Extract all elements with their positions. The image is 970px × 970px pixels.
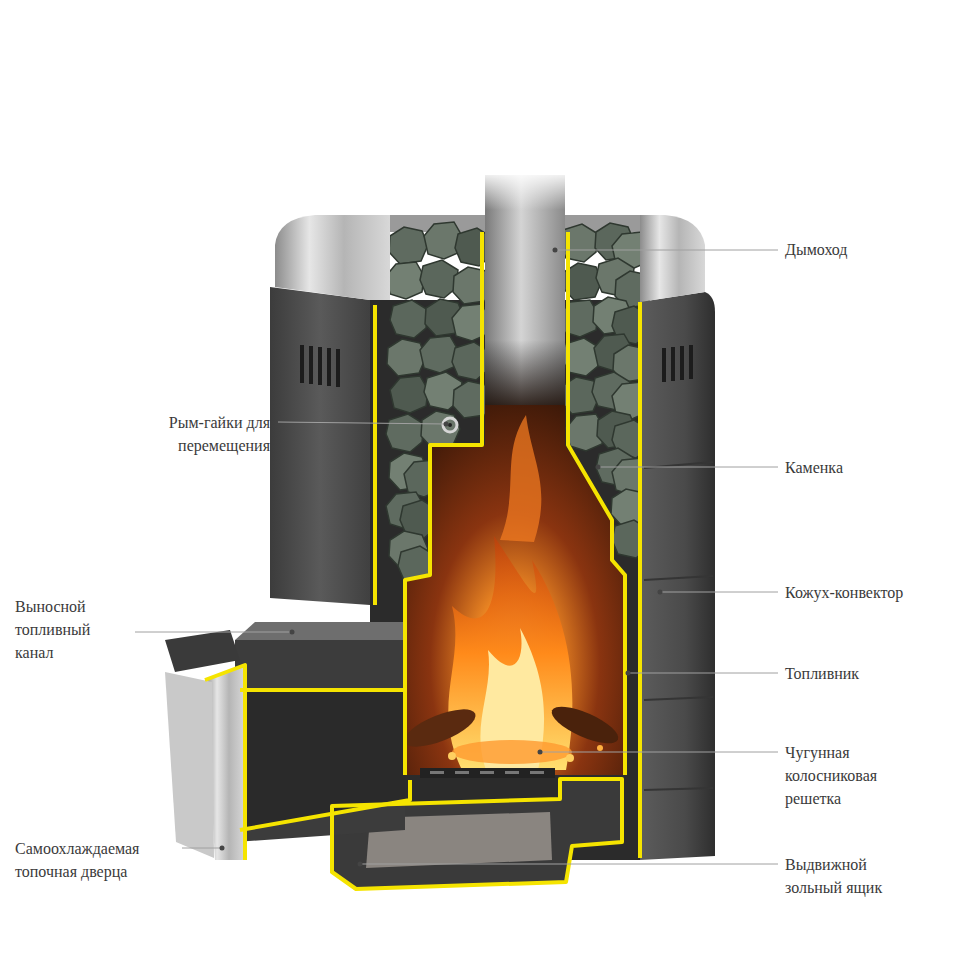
eye-nut xyxy=(443,418,457,432)
cut-edges-part xyxy=(405,232,482,775)
part-label: Самоохлаждаемая топочная дверца xyxy=(15,837,175,883)
convector-casing-part xyxy=(640,292,715,860)
fuel-channel xyxy=(235,622,405,842)
sauna-stones-part xyxy=(389,227,428,264)
sauna-stones-part xyxy=(560,224,598,262)
leader-lines-part xyxy=(626,671,631,676)
top-rim xyxy=(275,215,705,302)
leader-lines-part xyxy=(598,467,778,468)
fuel-channel-part xyxy=(240,690,405,830)
firebox-part xyxy=(597,745,603,751)
leader-lines-part xyxy=(220,846,225,851)
cut-edges-part xyxy=(638,302,642,858)
cut-edges-part xyxy=(240,688,405,692)
convector-casing-part xyxy=(680,346,684,380)
cast-iron-grate-part xyxy=(420,768,555,778)
part-label: Выносной топливный канал xyxy=(15,595,127,664)
cast-iron-grate-part xyxy=(480,771,494,774)
top-rim-part xyxy=(275,215,390,300)
firebox-part xyxy=(448,752,456,760)
leader-lines-part xyxy=(540,752,778,753)
leader-lines-part xyxy=(628,673,778,674)
cut-edges-part xyxy=(568,232,625,775)
convector-casing-part xyxy=(318,347,322,385)
part-label: Дымоход xyxy=(785,238,847,261)
part-label: Кожух-конвектор xyxy=(785,581,903,604)
sauna-stones-part xyxy=(390,376,428,413)
part-label: Чугунная колосниковая решетка xyxy=(785,741,900,810)
firebox-part xyxy=(566,754,574,762)
fire-door-part xyxy=(165,672,214,858)
sauna-stones-part xyxy=(452,342,490,380)
leader-lines-part xyxy=(135,632,292,633)
cast-iron-grate-part xyxy=(505,771,519,774)
leader-lines-part xyxy=(596,465,601,470)
sauna-stones-part xyxy=(560,300,598,337)
convector-casing-part xyxy=(327,348,331,386)
fire-door xyxy=(165,630,245,860)
top-rim-part xyxy=(640,215,705,302)
convector-casing-part xyxy=(662,348,666,382)
convector-casing-part xyxy=(336,349,340,387)
firebox xyxy=(400,380,625,775)
leader-lines xyxy=(135,248,778,867)
chimney-pipe-part xyxy=(484,170,566,210)
fuel-channel-part xyxy=(235,640,405,842)
leader-lines-part xyxy=(658,590,663,595)
cut-edges xyxy=(205,232,640,889)
sauna-stones-part xyxy=(421,411,460,448)
leader-lines-part xyxy=(660,592,778,593)
part-label: Рым-гайки для перемещения xyxy=(92,411,270,457)
cast-iron-grate-part xyxy=(430,771,444,774)
cast-iron-grate-part xyxy=(530,771,544,774)
cut-edges-part xyxy=(373,305,377,605)
sauna-stones-part xyxy=(452,304,490,341)
eye-nut-part xyxy=(448,423,452,427)
leader-lines-part xyxy=(358,862,363,867)
leader-lines-part xyxy=(360,864,778,865)
sauna-stones-part xyxy=(386,414,424,452)
convector-casing-part xyxy=(671,347,675,381)
part-label: Каменка xyxy=(785,456,843,479)
sauna-stones-part xyxy=(390,300,428,338)
firebox-part xyxy=(448,536,572,770)
leader-lines-part xyxy=(182,848,222,849)
leader-lines-part xyxy=(538,750,543,755)
firebox-part xyxy=(500,415,541,542)
leader-lines-part xyxy=(290,630,295,635)
chimney-pipe-part xyxy=(485,340,565,405)
sauna-stones-part xyxy=(420,336,458,373)
convector-casing-part xyxy=(309,346,313,384)
convector-casing-part xyxy=(689,345,693,379)
leader-lines-part xyxy=(444,422,449,427)
eye-nut-part xyxy=(443,418,457,432)
sauna-stones-part xyxy=(387,339,426,376)
chimney-pipe xyxy=(484,170,566,405)
cast-iron-grate xyxy=(420,768,555,778)
sauna-stones-part xyxy=(386,262,424,299)
leader-lines-part xyxy=(553,248,558,253)
cut-edges-part xyxy=(205,665,245,860)
part-label: Топливник xyxy=(785,662,859,685)
convector-casing-part xyxy=(644,462,713,790)
convector-casing-part xyxy=(300,345,304,383)
firebox-part xyxy=(547,699,623,750)
fuel-channel-part xyxy=(235,622,405,640)
fire-door-part xyxy=(165,630,240,672)
cast-iron-grate-part xyxy=(455,771,469,774)
leader-lines-part xyxy=(278,422,446,424)
cut-edges-part xyxy=(332,779,622,889)
leader-lines-part xyxy=(555,250,778,251)
part-label: Выдвижной зольный ящик xyxy=(785,853,910,899)
convector-casing-part xyxy=(270,287,370,605)
